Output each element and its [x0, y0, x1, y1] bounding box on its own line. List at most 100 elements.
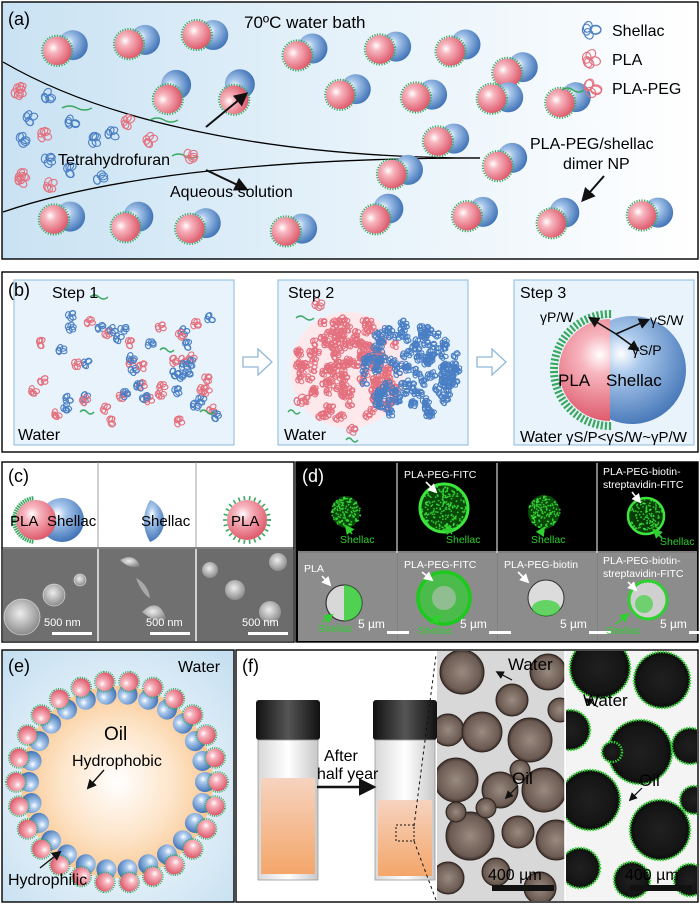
d-scale-3: 5 µm — [560, 617, 587, 631]
dimer-np — [475, 82, 524, 115]
polymer-coil — [333, 358, 343, 369]
polymer-coil — [104, 126, 120, 141]
polymer-coil — [356, 339, 367, 349]
polymer-coil — [410, 365, 421, 377]
polymer-coil — [305, 373, 316, 384]
polymer-coil — [200, 384, 213, 397]
panel-f: (f) After half year Water Oil Water Oil … — [235, 649, 699, 903]
polymer-coil — [443, 391, 454, 403]
np-label-1: PLA-PEG/shellac — [530, 136, 654, 153]
polymer-coil — [421, 339, 432, 349]
dimer-np — [37, 201, 86, 236]
polymer-coil — [319, 367, 329, 378]
panel-b: (b) Step 1 Step 2 Step 3 Water Water Wat… — [1, 271, 699, 453]
polymer-coil — [338, 367, 348, 378]
step3-label: Step 3 — [520, 285, 566, 302]
polymer-coil — [424, 355, 436, 366]
interface-dimer — [93, 859, 117, 894]
interface-dimer — [93, 670, 117, 705]
d-shellac-8: Shellac — [606, 625, 640, 637]
polymer-coil — [426, 347, 436, 359]
polymer-coil — [397, 317, 408, 328]
polymer-coil — [413, 353, 423, 364]
polymer-coil — [336, 314, 346, 325]
polymer-coil — [339, 385, 349, 396]
d-shellac-2: Shellac — [446, 534, 480, 546]
polymer-coil — [409, 342, 419, 353]
polymer-coil — [55, 344, 68, 356]
polymer-coil — [64, 114, 81, 129]
polymer-coil — [337, 411, 348, 422]
polymer-coil — [344, 398, 356, 410]
c-pla-only-label: PLA — [231, 513, 259, 530]
polymer-coil — [371, 329, 381, 341]
c-scale-3: 500 nm — [242, 617, 279, 629]
c-shellac-label: Shellac — [47, 513, 97, 530]
interface-dimer — [5, 771, 39, 793]
panel-e-label: (e) — [8, 656, 30, 676]
interface-dimer — [48, 844, 78, 877]
polymer-coil — [359, 377, 370, 388]
polymer-coil — [144, 338, 157, 350]
polymer-coil — [324, 328, 335, 338]
polymer-coil — [308, 388, 319, 398]
polymer-coil — [419, 377, 428, 388]
interface-dimer — [184, 812, 218, 840]
polymer-coil — [433, 345, 443, 356]
polymer-coil — [311, 346, 322, 357]
polymer-coil — [438, 350, 449, 361]
polymer-coil — [450, 350, 461, 361]
polymer-coil — [295, 374, 305, 385]
polymer-coil — [171, 385, 183, 398]
polymer-coil — [83, 315, 96, 328]
legend-pla-peg: PLA-PEG — [612, 81, 681, 98]
polymer-coil — [120, 113, 136, 131]
polymer-coil — [190, 317, 202, 330]
peg-chain — [199, 409, 215, 415]
polymer-coil — [63, 161, 77, 179]
d-bot-label-1: PLA — [304, 563, 324, 575]
d-bot-label-4b: streptavidin-FITC — [603, 568, 684, 580]
polymer-coil — [402, 377, 413, 388]
polymer-coil — [201, 373, 213, 385]
d-scale-2: 5 µm — [460, 617, 487, 631]
polymer-coil — [389, 357, 401, 368]
d-scale-4: 5 µm — [660, 617, 687, 631]
polymer-coil — [185, 356, 197, 370]
dimer-np — [450, 196, 498, 233]
polymer-coil — [337, 343, 348, 354]
d-shellac-5: Shellac — [318, 623, 352, 635]
d-top-label-4b: streptavidin-FITC — [603, 479, 684, 491]
polymer-coil — [106, 323, 119, 337]
shellac-label-b: Shellac — [606, 371, 662, 390]
panel-b-label: (b) — [8, 280, 30, 300]
f-after-label: After — [324, 748, 358, 765]
polymer-coil — [384, 325, 396, 337]
d-scale-1: 5 µm — [358, 617, 385, 631]
polymer-coil — [408, 398, 419, 408]
interface-dimer — [8, 793, 42, 818]
polymer-coil — [112, 332, 125, 345]
d-shellac-1: Shellac — [340, 534, 374, 546]
polymer-coil — [583, 78, 603, 98]
polymer-coil — [156, 380, 169, 392]
polymer-coil — [173, 415, 186, 428]
polymer-coil — [92, 170, 109, 185]
polymer-coil — [28, 385, 41, 397]
panel-d: (d) PLA-PEG-FITC PLA-PEG-biotin- strepta… — [295, 461, 700, 643]
gamma-pw: γP/W — [540, 309, 574, 325]
f-water-label-1: Water — [508, 655, 553, 674]
polymer-coil — [99, 402, 112, 415]
f-water-label-2: Water — [583, 691, 628, 710]
polymer-coil — [138, 391, 151, 404]
polymer-coil — [183, 148, 199, 165]
interface-dimer — [70, 854, 96, 888]
polymer-coil — [22, 110, 39, 127]
polymer-coil — [393, 394, 404, 405]
polymer-coil — [119, 388, 132, 401]
polymer-coil — [65, 310, 77, 322]
polymer-coil — [581, 20, 602, 40]
polymer-coil — [428, 369, 439, 380]
